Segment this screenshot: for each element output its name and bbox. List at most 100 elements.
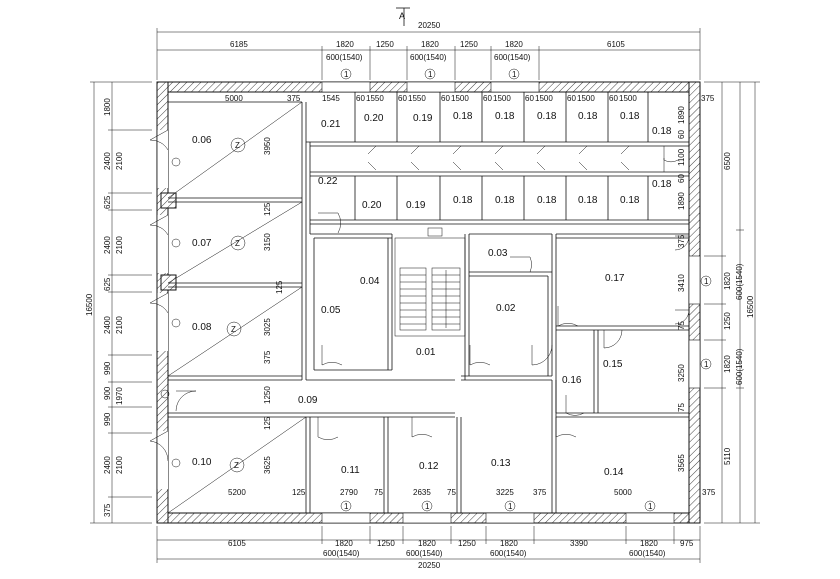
dim-inner: 75: [677, 321, 686, 330]
dimensions-inner-bottom: 5200 125 2790 75 2635 75 3225 375 5000 3…: [228, 488, 716, 497]
dim-left-seg: 2400: [103, 236, 112, 254]
dim-inner: 1550: [366, 94, 384, 103]
dim-right-overall: 16500: [746, 295, 755, 318]
axis-marker-label: 1: [344, 70, 349, 79]
section-label: A: [399, 11, 405, 21]
section-marker: A: [396, 7, 410, 26]
room-label: 0.17: [605, 273, 625, 284]
dim-bottom-seg: 3390: [570, 539, 588, 548]
axis-marker-label: 1: [704, 277, 709, 286]
axis-marker-label: 1: [344, 502, 349, 511]
room-label: 0.18: [537, 111, 557, 122]
dim-inner: 60: [441, 94, 450, 103]
dim-bottom-seg: 6105: [228, 539, 246, 548]
room-label: 0.02: [496, 303, 516, 314]
room-label: 0.20: [362, 200, 382, 211]
dim-left-seg: 625: [103, 277, 112, 291]
room-label: 0.03: [488, 248, 508, 259]
dimensions-left: 16500 1800 2400 625 2400 625 2400 990 90…: [85, 81, 152, 524]
room-label: 0.14: [604, 467, 624, 478]
dim-top-seg: 1820: [505, 40, 523, 49]
dim-inner: 375: [533, 488, 547, 497]
room-label: 0.11: [341, 465, 360, 476]
dim-inner: 1545: [322, 94, 340, 103]
dim-inner: 60: [525, 94, 534, 103]
dim-inner: 3150: [263, 233, 272, 251]
room-label: 0.18: [453, 111, 473, 122]
axis-marker-label: 1: [648, 502, 653, 511]
dim-inner: 1500: [619, 94, 637, 103]
dimensions-inner-top: 5000 375 1545 60 1550 60 1550 60 1500 60…: [225, 94, 715, 103]
dim-inner: 60: [677, 130, 686, 139]
dim-left-seg: 625: [103, 195, 112, 209]
dim-bottom-seg: 1820: [500, 539, 518, 548]
dim-inner: 375: [702, 488, 716, 497]
dim-inner: 1500: [493, 94, 511, 103]
outer-walls: [156, 81, 701, 524]
dim-inner: 2635: [413, 488, 431, 497]
dim-left-seg: 2400: [103, 316, 112, 334]
dim-bottom-seg: 975: [680, 539, 694, 548]
dim-inner: 3410: [677, 274, 686, 292]
room-label: 0.05: [321, 305, 341, 316]
dim-right-mid: 1820: [723, 355, 732, 373]
room-label: 0.06: [192, 135, 212, 146]
dim-inner: 125: [275, 280, 284, 294]
dim-top-window: 600(1540): [326, 53, 363, 62]
room-label: 0.15: [603, 359, 623, 370]
dim-bottom-window: 600(1540): [629, 549, 666, 558]
room-label: 0.18: [495, 111, 515, 122]
dim-inner: 3025: [263, 318, 272, 336]
dim-bottom-window: 600(1540): [323, 549, 360, 558]
room-label: 0.08: [192, 322, 212, 333]
svg-text:Z: Z: [231, 325, 236, 334]
dimensions-inner-left: 3950 125 3150 125 3025 375 1250 125 3625: [263, 137, 284, 474]
dim-inner: 5200: [228, 488, 246, 497]
dim-inner: 5000: [225, 94, 243, 103]
dim-top-seg: 6185: [230, 40, 248, 49]
dim-left-sub: 2100: [115, 316, 124, 334]
room-label: 0.18: [652, 126, 672, 137]
dim-left-seg: 2400: [103, 456, 112, 474]
dimensions-cubicle-side: 1890 60 1100 60 1890: [677, 106, 686, 210]
dim-inner: 375: [701, 94, 715, 103]
room-label: 0.18: [495, 195, 515, 206]
room-label: 0.18: [578, 195, 598, 206]
dim-top-overall: 20250: [418, 21, 441, 30]
dim-inner: 1890: [677, 106, 686, 124]
dim-left-seg: 990: [103, 412, 112, 426]
room-label: 0.20: [364, 113, 384, 124]
dim-inner: 1550: [408, 94, 426, 103]
room-label: 0.22: [318, 176, 338, 187]
dim-inner: 3565: [677, 454, 686, 472]
dim-right-mid: 1250: [723, 312, 732, 330]
dim-bottom-seg: 1820: [640, 539, 658, 548]
dim-left-sub: 1970: [115, 387, 124, 405]
dim-right-outer: 5110: [723, 447, 732, 465]
room-labels: 0.06 0.07 0.08 0.10 0.09 0.21 0.22 0.20 …: [192, 111, 672, 478]
dim-inner: 60: [398, 94, 407, 103]
dim-left-seg: 990: [103, 361, 112, 375]
svg-text:Z: Z: [235, 239, 240, 248]
room-label: 0.07: [192, 238, 212, 249]
room-label: 0.18: [537, 195, 557, 206]
room-label: 0.19: [406, 200, 426, 211]
dim-inner: 1500: [451, 94, 469, 103]
dim-inner: 60: [483, 94, 492, 103]
dimensions-bottom: 6105 1820 1250 1820 1250 1820 3390 1820 …: [156, 526, 701, 570]
dim-inner: 1100: [677, 148, 686, 166]
dimensions-inner-right: 375 3410 75 3250 75 3565: [677, 234, 686, 472]
room-label: 0.21: [321, 119, 341, 130]
dim-top-seg: 1820: [336, 40, 354, 49]
dim-inner: 5000: [614, 488, 632, 497]
room-label: 0.13: [491, 458, 511, 469]
dimensions-top: 20250 6185 1820 1250 1820 1250 1820 6105…: [156, 21, 701, 80]
dim-inner: 75: [374, 488, 383, 497]
dim-left-seg: 900: [103, 386, 112, 400]
room-label: 0.09: [298, 395, 318, 406]
dim-inner: 375: [677, 234, 686, 248]
dim-inner: 125: [292, 488, 306, 497]
room-label: 0.18: [652, 179, 672, 190]
room-label: 0.19: [413, 113, 433, 124]
